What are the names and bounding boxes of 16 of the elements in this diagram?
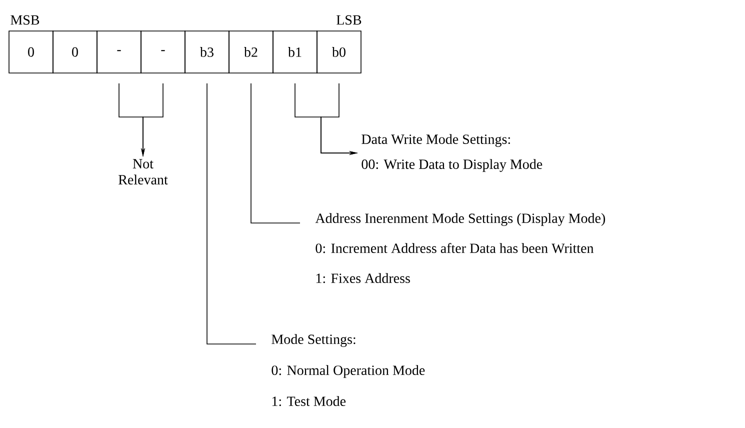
bit-cell: 0 <box>52 30 98 74</box>
bit-label: MSB <box>10 15 40 25</box>
settings-text: Mode Settings: 0: Normal Operation Mode 1: Test Mode <box>272 334 425 406</box>
bit-cell: b1 <box>272 30 318 74</box>
bit-label: LSB <box>336 15 362 25</box>
settings-text: Address Inerenment Mode Settings (Display Mode) 0: Increment Address after Data has been Written 1: Fixes Address <box>315 213 606 284</box>
note-text: Not Relevant <box>118 159 168 184</box>
bit-cell: 0 <box>8 30 54 74</box>
bit-cell: b2 <box>228 30 274 74</box>
connector-line <box>206 83 256 344</box>
bit-cell: b3 <box>184 30 230 74</box>
bit-cell: - <box>140 30 186 74</box>
bit-cell: b0 <box>316 30 362 74</box>
connector-line <box>250 83 300 224</box>
settings-text: Data Write Mode Settings: 00: Write Data to Display Mode <box>362 134 542 172</box>
bit-cell: - <box>96 30 142 74</box>
